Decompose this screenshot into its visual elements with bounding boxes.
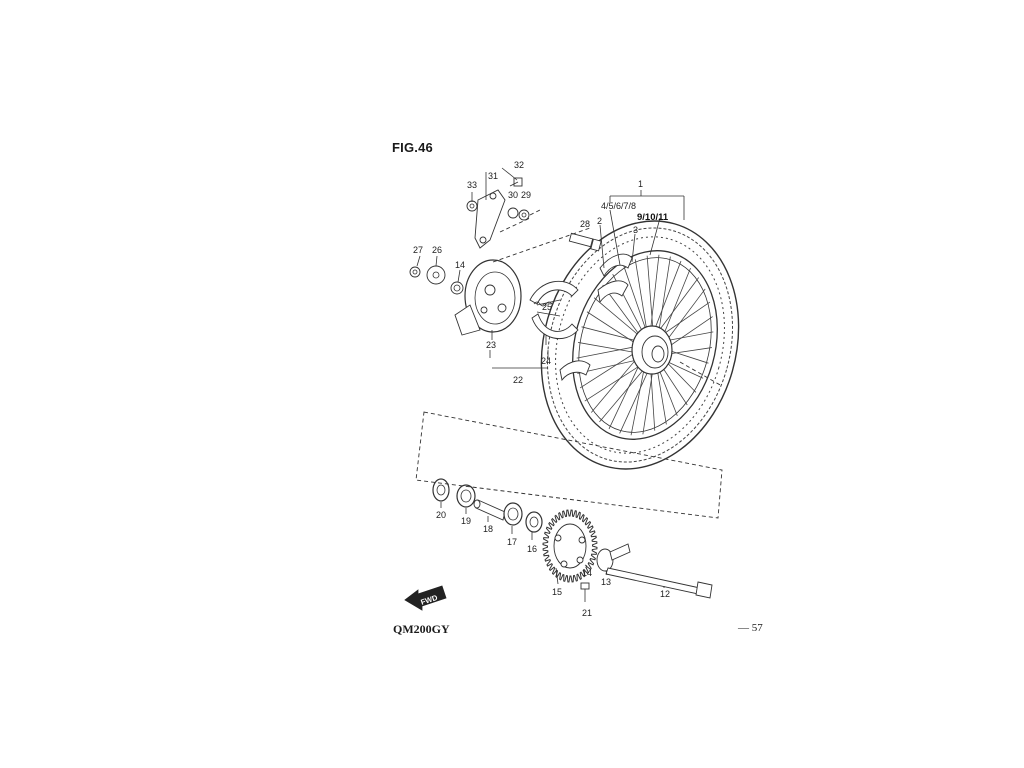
- callout-17: 17: [507, 537, 517, 547]
- callout-14-upper: 14: [455, 260, 465, 270]
- callout-4-8: 4/5/6/7/8: [601, 201, 636, 211]
- page-number: — 57: [738, 622, 763, 634]
- small-hardware: [409, 177, 602, 307]
- callout-12: 12: [660, 589, 670, 599]
- callout-20: 20: [436, 510, 446, 520]
- callout-18: 18: [483, 524, 493, 534]
- model-name: QM200GY: [393, 622, 450, 636]
- callout-27: 27: [413, 245, 423, 255]
- callout-13: 13: [601, 577, 611, 587]
- callout-26: 26: [432, 245, 442, 255]
- callout-21: 21: [582, 608, 592, 618]
- callout-2: 2: [597, 216, 602, 226]
- callout-22: 22: [513, 375, 523, 385]
- callout-1: 1: [638, 179, 643, 189]
- callout-14-lower: 14: [582, 568, 592, 578]
- assembly-guide-lines: [415, 172, 723, 519]
- callout-19: 19: [461, 516, 471, 526]
- callout-32: 32: [514, 160, 524, 170]
- callout-9-11: 9/10/11: [637, 212, 669, 223]
- callout-28: 28: [580, 219, 590, 229]
- callout-25: 25: [542, 302, 552, 312]
- brake-shoes: [529, 280, 579, 339]
- callout-24: 24: [541, 356, 551, 366]
- callout-leader-lines: [416, 167, 685, 588]
- callout-15: 15: [552, 587, 562, 597]
- callout-33: 33: [467, 180, 477, 190]
- rear-wheel-assembly: [540, 220, 740, 470]
- brake-arm: [474, 189, 506, 249]
- tube-and-rim-band: [559, 253, 633, 382]
- callout-labels: 1 4/5/6/7/8 9/10/11 2 3 32 31 33 30 29 2…: [413, 160, 670, 618]
- forward-direction-arrow-icon: FWD: [404, 585, 447, 611]
- callout-3: 3: [633, 225, 638, 235]
- callout-31: 31: [488, 171, 498, 181]
- callout-29: 29: [521, 190, 531, 200]
- callout-16: 16: [527, 544, 537, 554]
- axle-components: [432, 478, 713, 602]
- figure-title: FIG.46: [392, 140, 433, 155]
- rear-sprocket: [542, 509, 598, 583]
- brake-panel: [454, 259, 522, 336]
- callout-30: 30: [508, 190, 518, 200]
- callout-23: 23: [486, 340, 496, 350]
